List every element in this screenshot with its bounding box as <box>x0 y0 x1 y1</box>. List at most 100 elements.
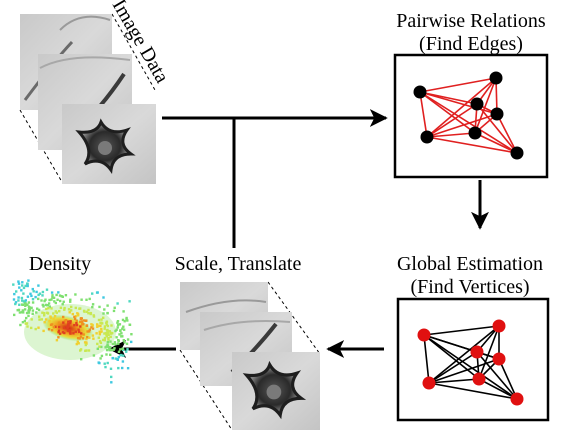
particle-image-stack-icon <box>75 118 136 174</box>
density-point <box>119 329 122 332</box>
density-point <box>80 358 83 361</box>
density-point <box>87 312 90 315</box>
density-point <box>107 338 110 341</box>
density-point <box>87 349 91 352</box>
density-point <box>40 318 43 321</box>
scale-translate-label: Scale, Translate <box>175 253 302 275</box>
density-point <box>117 339 120 342</box>
graph-edge <box>426 77 497 138</box>
density-point <box>63 306 66 310</box>
density-point <box>26 325 29 328</box>
graph-vertex <box>492 319 506 333</box>
density-point <box>44 298 47 301</box>
density-point <box>98 361 101 365</box>
density-point <box>77 342 80 345</box>
density-point <box>53 315 57 318</box>
density-point <box>110 348 114 352</box>
density-point <box>51 296 54 299</box>
density-point <box>66 325 69 328</box>
graph-edge <box>476 351 518 400</box>
density-point <box>107 333 110 337</box>
density-point <box>80 320 84 323</box>
density-point <box>25 316 28 320</box>
density-point <box>119 348 122 351</box>
density-point <box>91 334 95 337</box>
density-point <box>22 311 25 314</box>
graph-edge <box>428 325 500 384</box>
density-point <box>51 294 54 297</box>
density-point <box>109 353 112 356</box>
density-point <box>38 315 41 318</box>
graph-edge <box>419 91 518 154</box>
density-point <box>49 323 53 326</box>
density-point <box>114 343 117 346</box>
density-point <box>103 325 107 328</box>
graph-vertex <box>470 345 484 359</box>
density-point <box>27 305 31 308</box>
density-point <box>12 283 15 286</box>
density-point <box>68 311 71 314</box>
density-point <box>95 332 98 335</box>
density-point <box>125 318 128 321</box>
density-point <box>111 356 114 360</box>
density-point <box>103 362 106 365</box>
density-point <box>32 290 35 293</box>
density-point <box>30 294 33 298</box>
graph-edge <box>496 113 518 154</box>
global-subtitle: (Find Vertices) <box>410 276 529 298</box>
density-point <box>60 295 63 298</box>
density-point <box>118 323 122 326</box>
density-point <box>75 322 78 325</box>
density-point <box>67 308 71 311</box>
density-point <box>85 319 88 322</box>
density-point <box>58 332 62 335</box>
density-point <box>67 322 70 326</box>
density-point <box>55 293 58 297</box>
image-stroke <box>185 299 267 313</box>
density-point <box>17 280 20 283</box>
density-point <box>57 321 61 324</box>
graph-vertex <box>470 97 484 111</box>
density-point <box>17 308 21 312</box>
density-point <box>24 304 27 307</box>
density-point <box>125 350 128 353</box>
density-point <box>68 330 72 334</box>
density-point <box>76 312 80 316</box>
density-point <box>82 333 85 336</box>
density-point <box>110 375 113 379</box>
density-point <box>97 318 101 322</box>
density-point <box>23 302 27 305</box>
density-point <box>79 320 82 323</box>
density-point <box>73 324 76 327</box>
density-point <box>52 326 56 329</box>
density-point <box>84 349 87 352</box>
density-point <box>17 282 21 285</box>
density-point <box>104 346 107 349</box>
image-stroke <box>230 322 278 374</box>
graph-vertex <box>489 71 503 85</box>
density-point <box>20 289 23 292</box>
density-point <box>102 338 105 342</box>
density-point <box>45 318 48 321</box>
density-point <box>69 321 72 325</box>
density-point <box>130 340 133 344</box>
density-point <box>72 332 75 335</box>
density-point <box>66 329 70 332</box>
density-point <box>47 302 51 305</box>
density-point <box>75 342 78 346</box>
density-point <box>102 312 105 315</box>
density-point <box>121 360 125 363</box>
density-point <box>91 323 94 327</box>
density-point <box>70 309 73 312</box>
density-point <box>114 329 117 333</box>
density-point <box>80 317 83 320</box>
density-point <box>75 323 79 327</box>
graph-edge <box>476 103 518 154</box>
image-stroke <box>39 56 131 69</box>
stack-perspective-line <box>179 349 233 431</box>
density-point <box>105 323 108 326</box>
graph-edge <box>423 334 518 400</box>
density-point <box>80 323 84 326</box>
density-point <box>50 291 54 294</box>
density-point <box>56 298 59 301</box>
